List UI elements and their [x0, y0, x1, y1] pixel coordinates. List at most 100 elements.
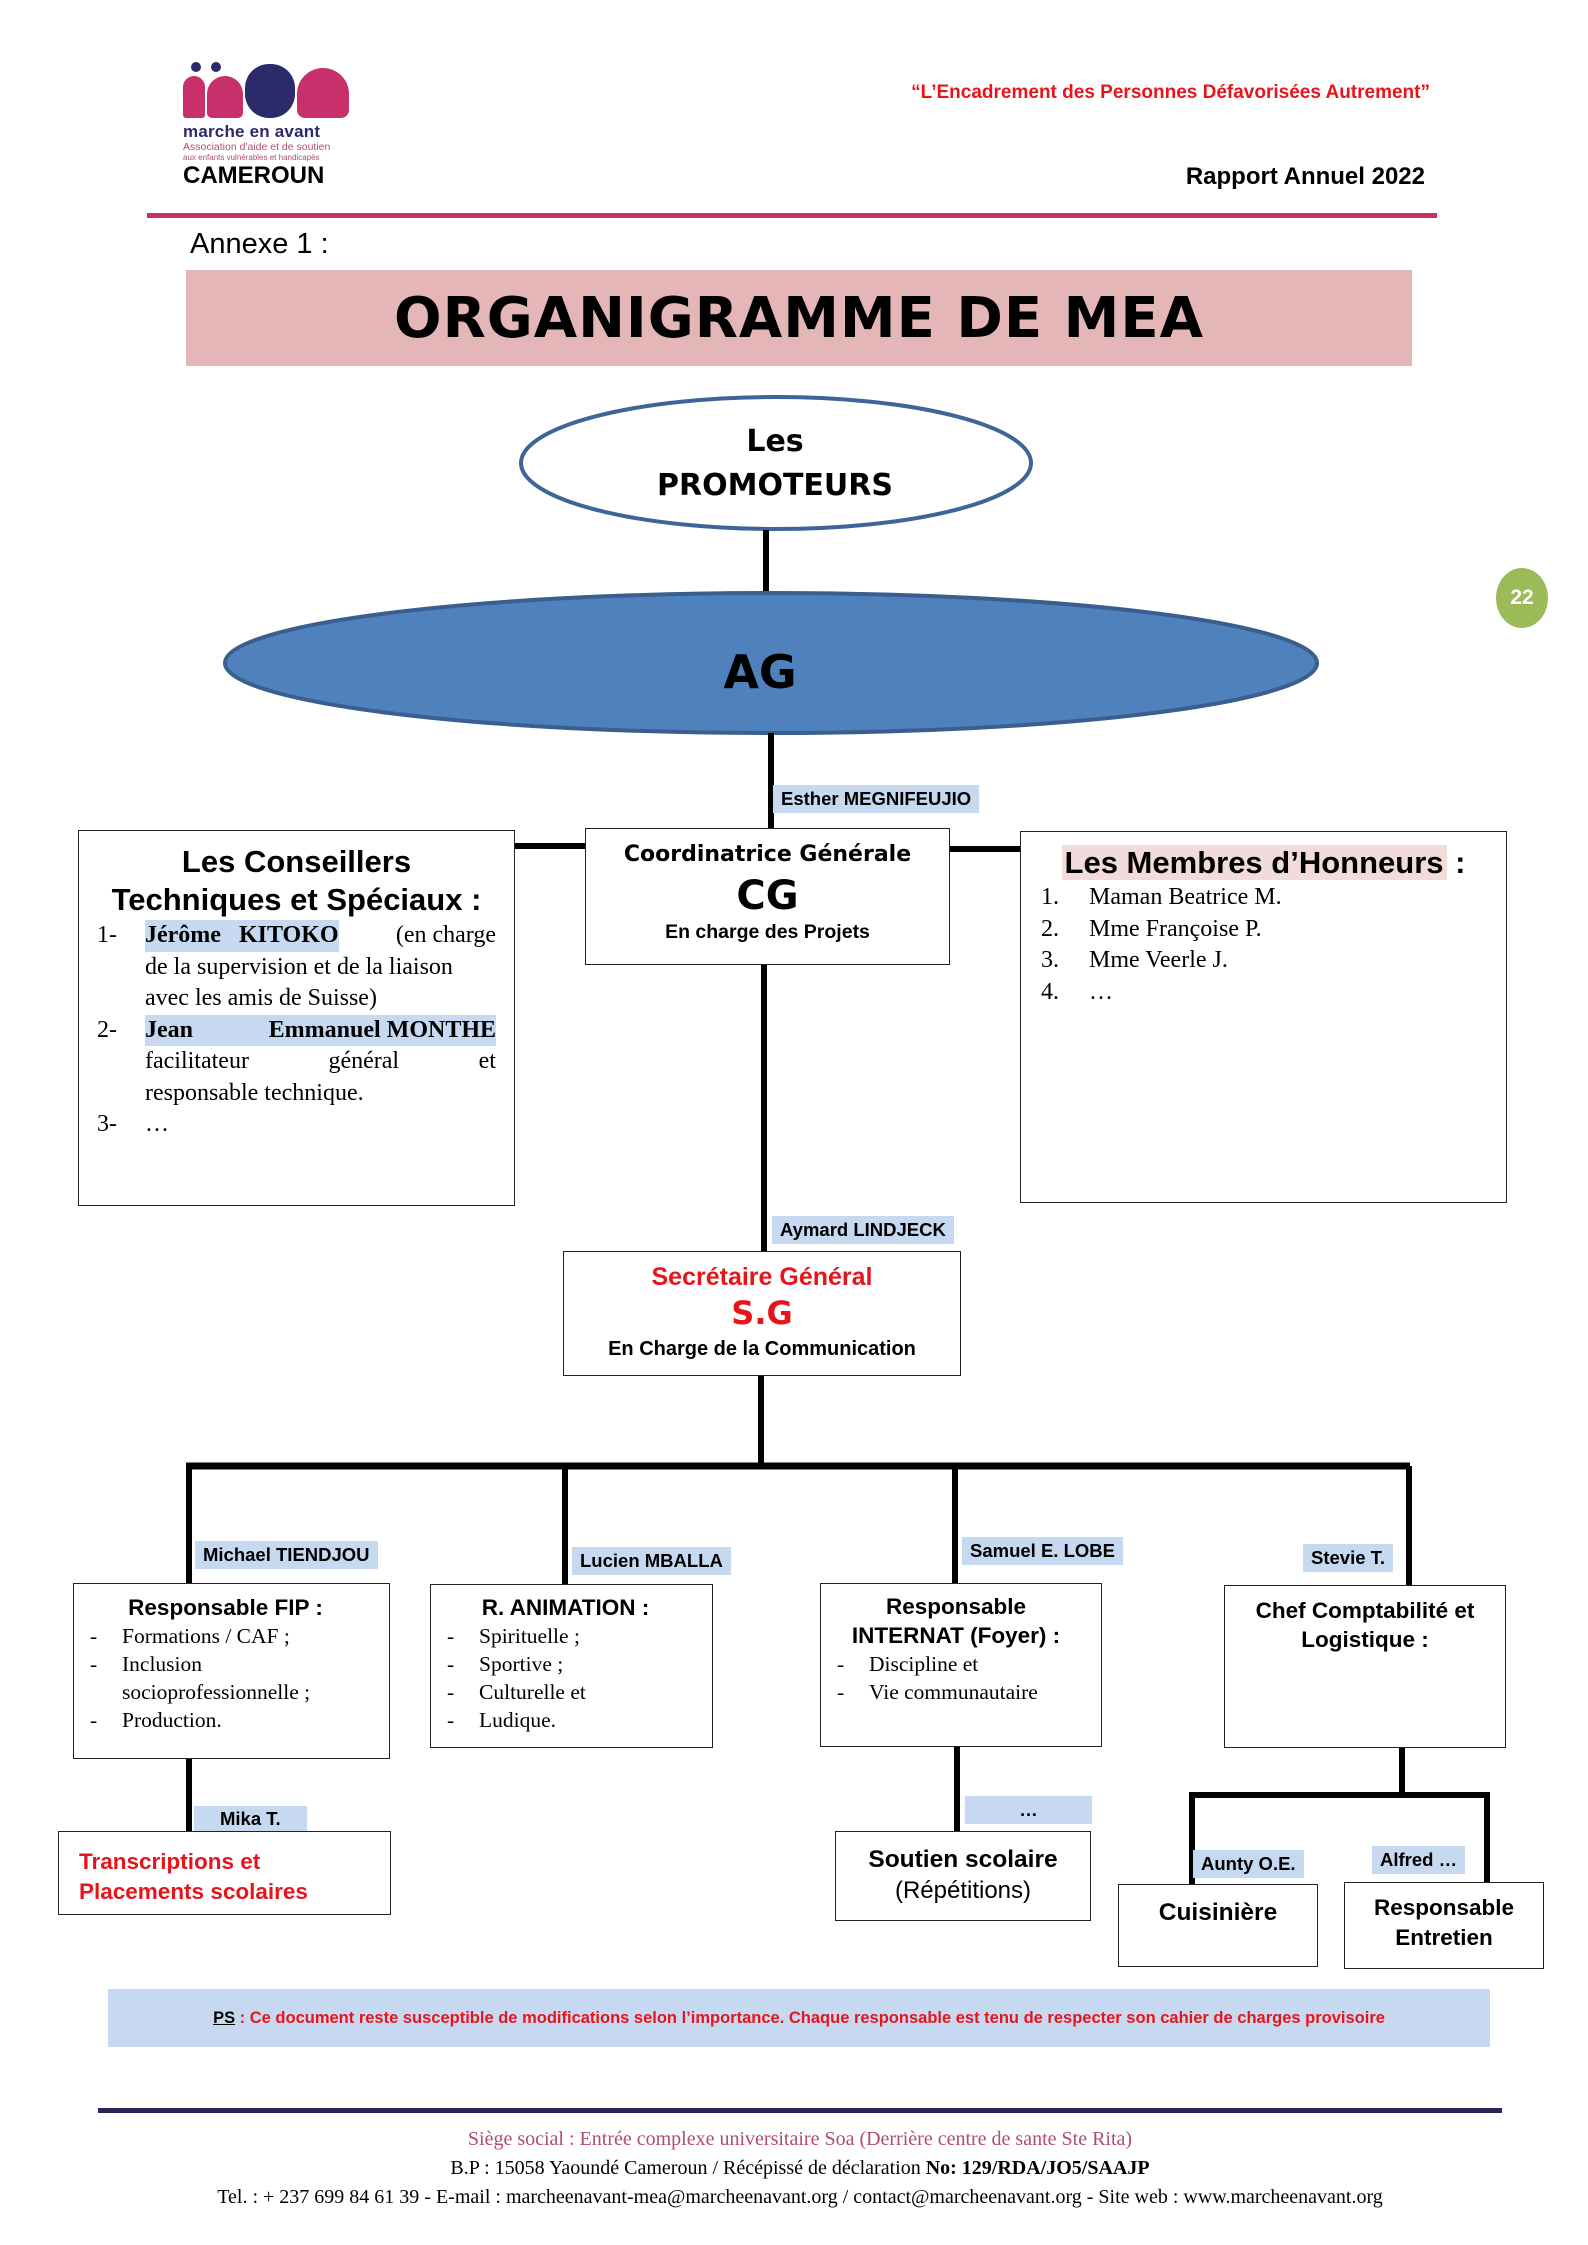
annexe-label: Annexe 1 : [190, 228, 329, 260]
list-text: … [145, 1111, 169, 1137]
list-number: 1- [97, 922, 117, 948]
fip-list: -Formations / CAF ; -Inclusion socioprof… [74, 1622, 377, 1734]
conseiller-name-first: Jérôme [145, 922, 221, 948]
conseillers-title-2: Techniques et Spéciaux : [111, 882, 482, 917]
transc-line-1: Transcriptions et [79, 1849, 261, 1874]
honneurs-list: 1.Maman Beatrice M. 2.Mme Françoise P. 3… [1041, 882, 1486, 1008]
honneurs-title-text: Les Membres d’Honneurs [1061, 845, 1447, 880]
list-item: -Spirituelle ; [431, 1622, 700, 1650]
list-item: 2.Mme Françoise P. [1041, 914, 1486, 946]
organization-logo: marche en avant Association d'aide et de… [183, 60, 353, 188]
conseillers-title: Les Conseillers Techniques et Spéciaux : [97, 843, 496, 919]
conseillers-title-1: Les Conseillers [181, 844, 412, 879]
cg-abbr: CG [736, 873, 799, 919]
compta-node: Chef Comptabilité et Logistique : [1224, 1585, 1506, 1748]
bullet: - [90, 1708, 98, 1732]
footer-address: Siège social : Entrée complexe universit… [467, 2128, 1133, 2150]
conseiller-name-first: Jean [145, 1016, 193, 1043]
list-text: Ludique. [479, 1708, 557, 1732]
conseiller-name-last: Emmanuel MONTHE [268, 1016, 496, 1043]
fip-node: Responsable FIP : -Formations / CAF ; -I… [73, 1583, 390, 1759]
list-item: -Ludique. [431, 1706, 700, 1734]
list-item: -Discipline et [821, 1650, 1091, 1678]
report-title: Rapport Annuel 2022 [1185, 163, 1425, 190]
page-title-band: ORGANIGRAMME DE MEA [186, 270, 1412, 366]
list-text: Mme Françoise P. [1089, 915, 1262, 942]
list-text: Vie communautaire [869, 1680, 1038, 1704]
footer: Siège social : Entrée complexe universit… [98, 2125, 1502, 2212]
list-number: 2- [97, 1016, 117, 1043]
logo-subtitle-2: aux enfants vulnérables et handicapés [183, 153, 320, 162]
list-item: socioprofessionnelle ; [74, 1678, 377, 1706]
ag-node-label: AG [723, 645, 797, 699]
list-text: Inclusion [122, 1652, 203, 1676]
promoteurs-line-1: Les [746, 424, 804, 459]
bullet [74, 1678, 122, 1706]
footer-contact: Tel. : + 237 699 84 61 39 - E-mail : mar… [217, 2186, 1383, 2208]
compta-person-tag: Stevie T. [1303, 1544, 1394, 1572]
list-item: 4.… [1041, 977, 1486, 1009]
page-title: ORGANIGRAMME DE MEA [394, 285, 1204, 351]
ps-note: PS : Ce document reste susceptible de mo… [108, 1989, 1490, 2047]
list-text: Production. [122, 1708, 222, 1732]
cg-role: En charge des Projets [665, 921, 870, 943]
list-number: 1. [1041, 884, 1059, 910]
entretien-node: Responsable Entretien [1344, 1882, 1544, 1969]
entretien-line-1: Responsable [1373, 1895, 1515, 1920]
promoteurs-ellipse [519, 395, 1033, 531]
internat-node: Responsable INTERNAT (Foyer) : -Discipli… [820, 1583, 1102, 1747]
cg-person-tag: Esther MEGNIFEUJIO [773, 785, 980, 813]
logo-country: CAMEROUN [183, 162, 325, 189]
list-item: 2- Jean Emmanuel MONTHE facilitateur gén… [97, 1014, 496, 1110]
entretien-line-2: Entretien [1395, 1925, 1493, 1950]
conseillers-node: Les Conseillers Techniques et Spéciaux :… [78, 830, 515, 1206]
slogan: “L’Encadrement des Personnes Défavorisée… [911, 82, 1430, 103]
cg-node: Coordinatrice Générale CG En charge des … [585, 828, 950, 965]
list-item: 1- Jérôme KITOKO (en charge de la superv… [97, 920, 496, 1015]
soutien-node: Soutien scolaire (Répétitions) [835, 1831, 1091, 1921]
honneurs-node: Les Membres d’Honneurs : 1.Maman Beatric… [1020, 831, 1507, 1203]
internat-list: -Discipline et -Vie communautaire [821, 1650, 1091, 1706]
list-number: 3- [97, 1111, 117, 1137]
transc-person-tag: Mika T. [194, 1806, 307, 1832]
soutien-line-1: Soutien scolaire [868, 1846, 1058, 1873]
bullet: - [90, 1624, 98, 1648]
promoteurs-line-2: PROMOTEURS [657, 468, 893, 503]
sg-abbr: S.G [731, 1294, 793, 1332]
bullet: - [447, 1708, 455, 1732]
list-item: -Culturelle et [431, 1678, 700, 1706]
footer-registration: B.P : 15058 Yaoundé Cameroun / Récépissé… [98, 2154, 1502, 2183]
compta-title-1: Chef Comptabilité et [1255, 1598, 1475, 1623]
list-item: -Sportive ; [431, 1650, 700, 1678]
sg-role: En Charge de la Communication [608, 1338, 916, 1360]
logo-name: marche en avant [183, 122, 321, 141]
sg-title: Secrétaire Général [651, 1263, 873, 1291]
ps-prefix: PS [213, 2008, 236, 2027]
list-item: -Formations / CAF ; [74, 1622, 377, 1650]
cuisiniere-label: Cuisinière [1158, 1899, 1278, 1926]
sg-node: Secrétaire Général S.G En Charge de la C… [563, 1251, 961, 1376]
cuisiniere-person-tag: Aunty O.E. [1193, 1850, 1304, 1878]
animation-person-tag: Lucien MBALLA [572, 1547, 731, 1575]
footer-bp: B.P : 15058 Yaoundé Cameroun / Récépissé… [450, 2157, 926, 2179]
list-item: -Vie communautaire [821, 1678, 1091, 1706]
list-item: 3- … [97, 1109, 496, 1141]
list-text: Discipline et [869, 1652, 979, 1676]
conseillers-list: 1- Jérôme KITOKO (en charge de la superv… [97, 920, 496, 1141]
bullet: - [90, 1652, 98, 1676]
conseiller-name-last: KITOKO [238, 922, 339, 948]
bullet: - [447, 1652, 455, 1676]
list-item: 3.Mme Veerle J. [1041, 945, 1486, 977]
sg-person-tag: Aymard LINDJECK [772, 1216, 954, 1244]
ps-text: : Ce document reste susceptible de modif… [235, 2008, 1385, 2027]
list-text: Mme Veerle J. [1089, 947, 1228, 973]
header-divider [147, 213, 1437, 218]
list-item: 1.Maman Beatrice M. [1041, 882, 1486, 914]
promoteurs-node: Les PROMOTEURS [520, 420, 1030, 508]
conseiller-desc: de la supervision et de la liaison [145, 953, 453, 980]
animation-node: R. ANIMATION : -Spirituelle ; -Sportive … [430, 1584, 713, 1748]
entretien-person-tag: Alfred … [1372, 1846, 1466, 1874]
list-item: -Production. [74, 1706, 377, 1734]
list-text: Spirituelle ; [479, 1624, 580, 1648]
